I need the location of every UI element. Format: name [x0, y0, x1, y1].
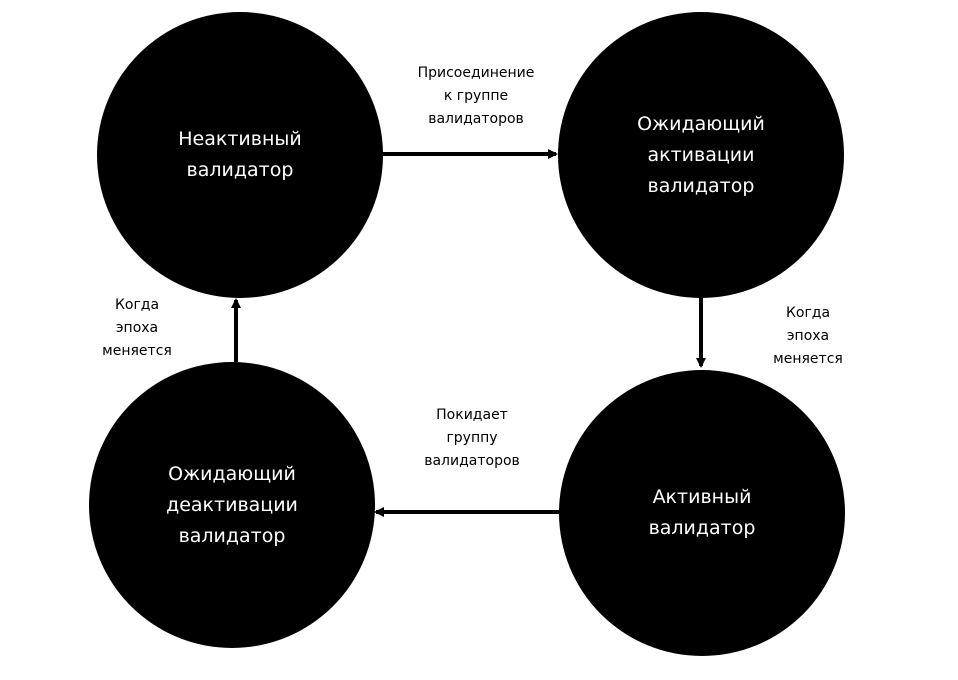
state-inactive-validator: Неактивный валидатор	[97, 12, 383, 298]
state-pending-activation-validator: Ожидающий активации валидатор	[558, 12, 844, 298]
transition-leave-label: Покидает группу валидаторов	[424, 407, 520, 469]
state-pending-activation-label: Ожидающий активации валидатор	[637, 112, 765, 197]
state-pending-deactivation-validator: Ожидающий деактивации валидатор	[89, 362, 375, 648]
state-pending-deactivation-label: Ожидающий деактивации валидатор	[166, 462, 298, 547]
state-inactive-label: Неактивный валидатор	[178, 128, 302, 181]
transition-epoch-change-left-label: Когда эпоха меняется	[102, 297, 172, 359]
state-active-label: Активный валидатор	[648, 486, 756, 539]
transition-epoch-change-right-label: Когда эпоха меняется	[773, 305, 843, 367]
transition-join-label: Присоединение к группе валидаторов	[417, 65, 535, 127]
state-active-validator: Активный валидатор	[559, 370, 845, 656]
